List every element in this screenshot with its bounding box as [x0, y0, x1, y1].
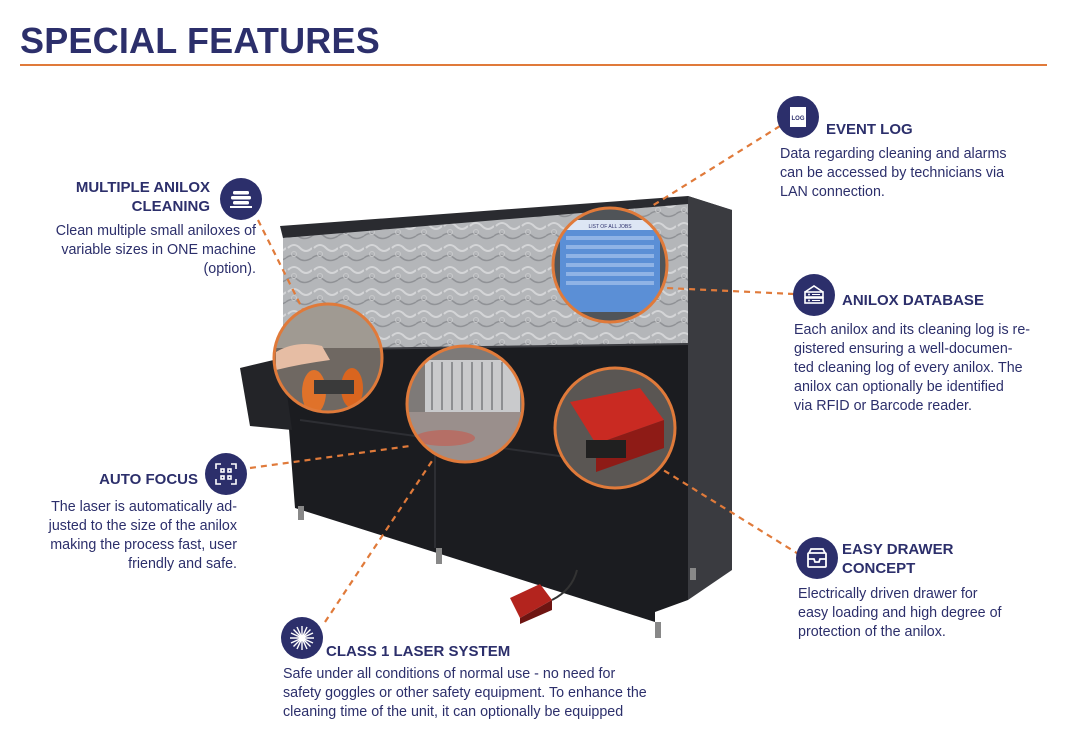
detail-circle-laser-head: [405, 344, 525, 464]
easy-drawer-description: Electrically driven drawer for easy load…: [798, 586, 1002, 640]
machine-top-frame: [280, 196, 732, 238]
laser-system-description: Safe under all conditions of normal use …: [283, 666, 647, 720]
multiple-anilox-title: MULTIPLE ANILOX CLEANING: [75, 179, 210, 215]
detail-circle-foot-pedal: [553, 366, 677, 490]
anilox-database-description: Each anilox and its cleaning log is re- …: [794, 322, 1031, 414]
event-log-title: EVENT LOG: [826, 121, 913, 138]
detail-circle-touch-screen: LIST OF ALL JOBS: [551, 206, 669, 324]
log-file-icon: LOG: [777, 96, 819, 138]
anilox-database-title: ANILOX DATABASE: [842, 292, 984, 309]
database-server-icon: [793, 274, 835, 316]
machine-side-panel: [688, 196, 732, 600]
drawer-tray-icon: [796, 537, 838, 579]
focus-frame-icon: [205, 453, 247, 495]
easy-drawer-title: EASY DRAWER CONCEPT: [842, 541, 954, 577]
detail-circle-anilox-loading: [272, 302, 384, 414]
floor-foot-pedal: [510, 569, 578, 624]
event-log-description: Data regarding cleaning and alarms can b…: [780, 146, 1007, 200]
title-underline: [20, 64, 1047, 66]
page-title: SPECIAL FEATURES: [20, 20, 380, 61]
screen-header-text: LIST OF ALL JOBS: [588, 224, 632, 230]
stacked-rollers-icon: [220, 178, 262, 220]
multiple-anilox-description: Clean multiple small aniloxes of variabl…: [55, 223, 256, 277]
auto-focus-description: The laser is automatically ad- justed to…: [48, 499, 237, 572]
laser-burst-icon: [281, 617, 323, 659]
laser-system-title: CLASS 1 LASER SYSTEM: [326, 643, 511, 660]
auto-focus-title: AUTO FOCUS: [99, 471, 198, 488]
log-icon-text: LOG: [792, 116, 805, 122]
